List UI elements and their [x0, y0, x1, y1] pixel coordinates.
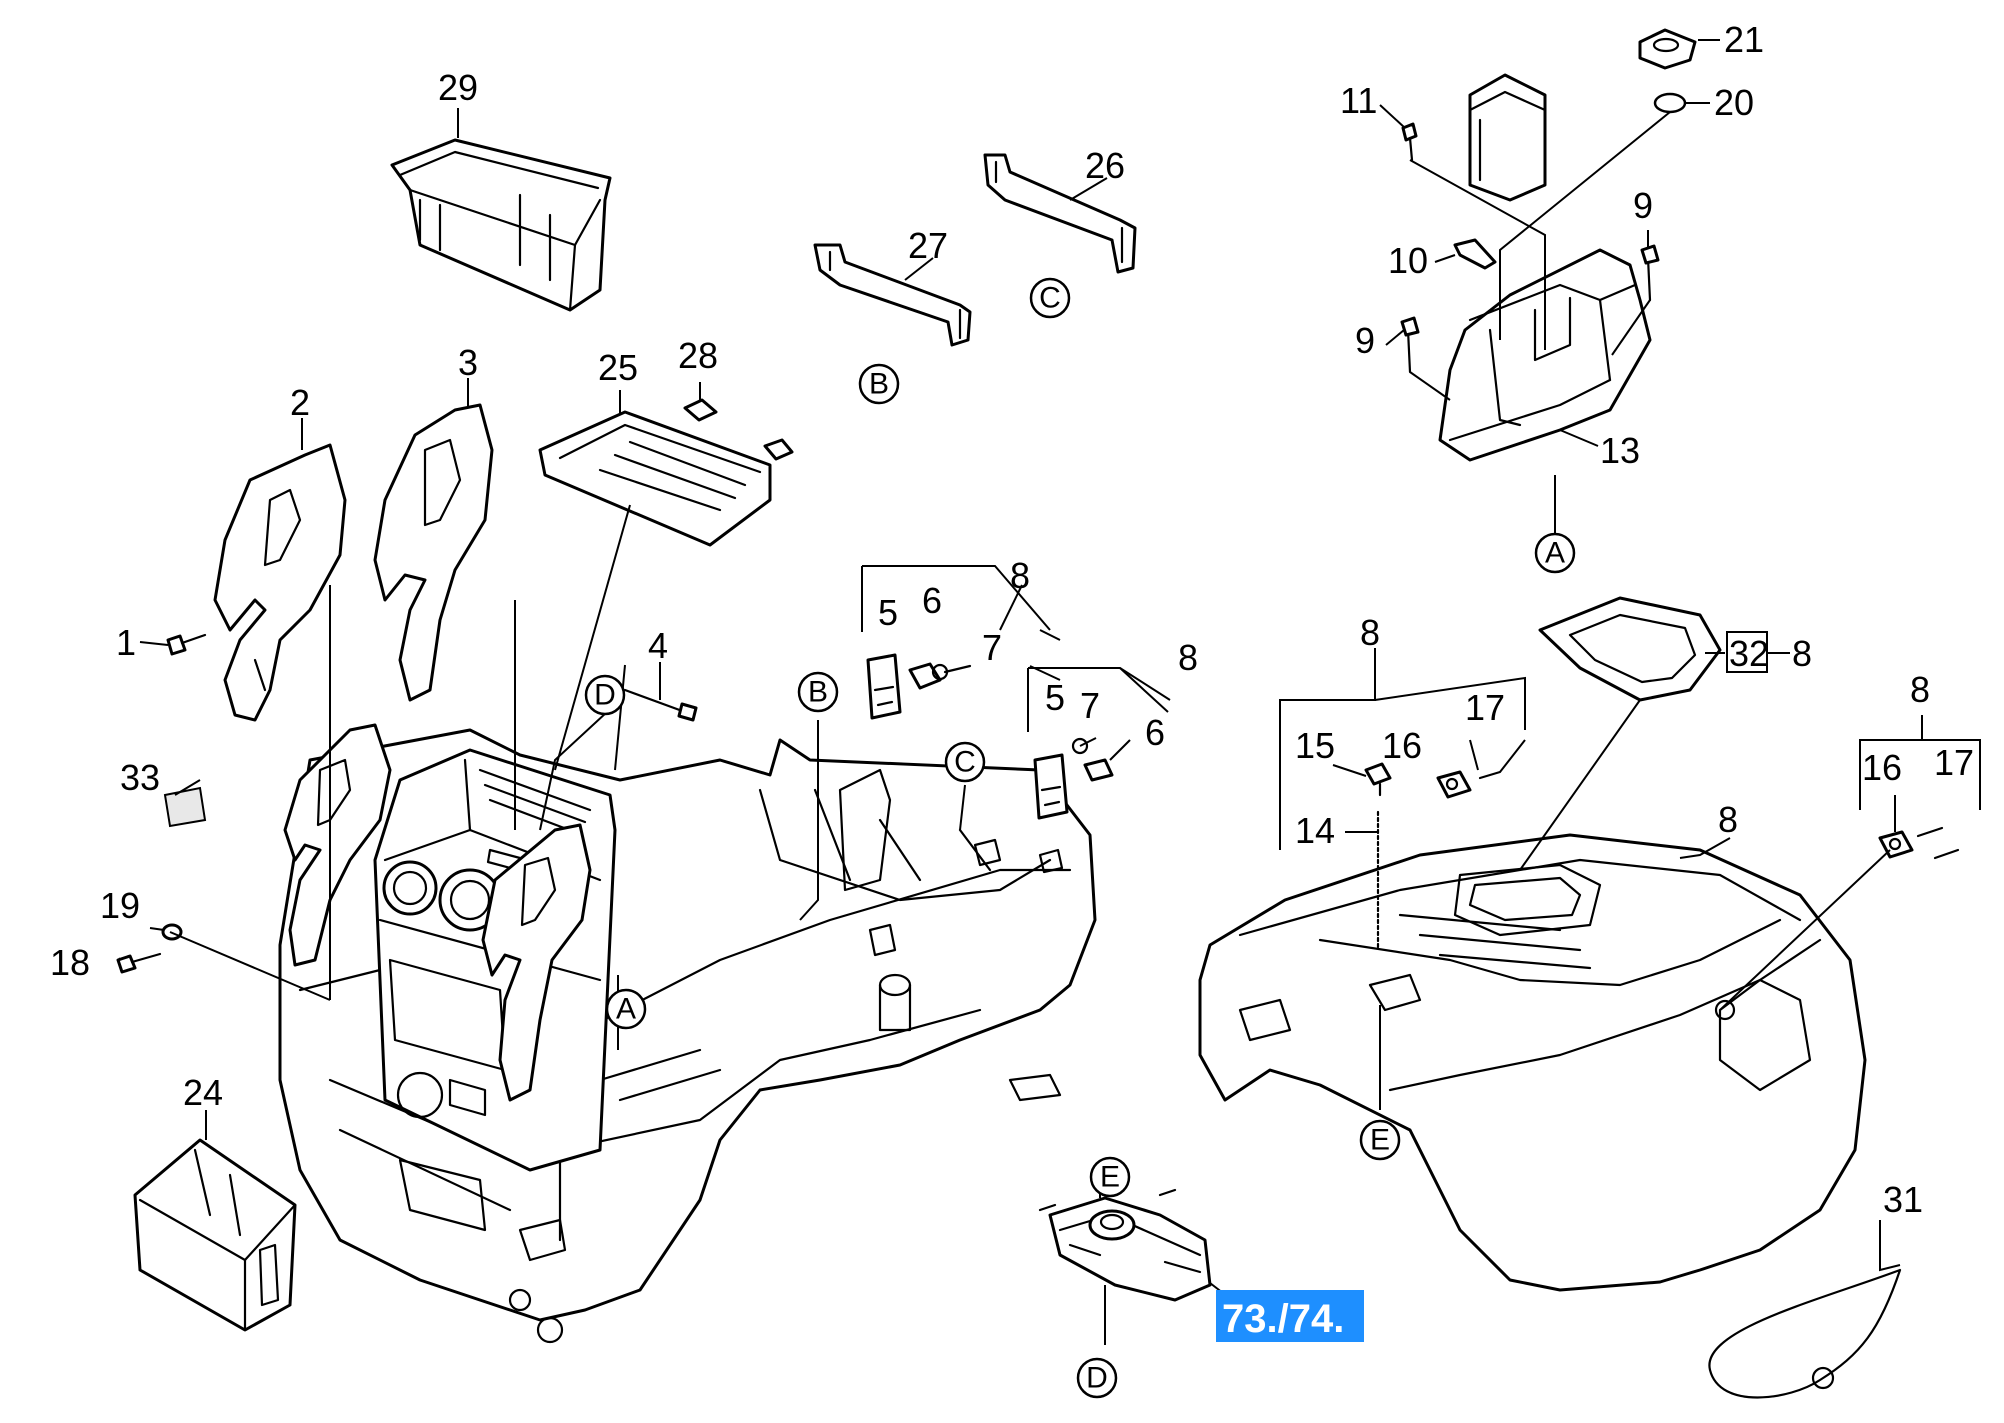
- label-19: 19: [100, 885, 140, 926]
- svg-text:D: D: [594, 679, 616, 712]
- label-17-a: 17: [1465, 687, 1505, 728]
- part-31-cable: [1708, 1268, 1902, 1399]
- label-8-e: 8: [1910, 669, 1930, 710]
- connector-c-top: C: [1029, 277, 1071, 319]
- label-9-a: 9: [1633, 185, 1653, 226]
- svg-text:C: C: [954, 746, 976, 779]
- part-3-handle: [373, 403, 494, 702]
- label-18: 18: [50, 942, 90, 983]
- connector-a-mid: A: [605, 988, 647, 1030]
- svg-text:B: B: [808, 676, 828, 709]
- label-3: 3: [458, 342, 478, 383]
- part-4-bolt: [623, 688, 698, 722]
- label-8-f: 8: [1792, 633, 1812, 674]
- label-32-box: [1726, 631, 1768, 673]
- label-16-a: 16: [1382, 725, 1422, 766]
- part-9-screws: [1400, 244, 1660, 374]
- label-7-a: 7: [982, 627, 1002, 668]
- svg-text:E: E: [1100, 1161, 1120, 1194]
- label-14: 14: [1295, 810, 1335, 851]
- mounted-handle-right: [481, 823, 592, 1102]
- label-7-b: 7: [1080, 685, 1100, 726]
- label-5-b: 5: [1045, 677, 1065, 718]
- part-10-clip: [1453, 238, 1497, 270]
- part-1-screw: [166, 633, 207, 656]
- label-8-a: 8: [1010, 555, 1030, 596]
- connector-c-mid: C: [944, 741, 986, 783]
- part-26-bracket: [983, 153, 1137, 274]
- label-17-b: 17: [1934, 742, 1974, 783]
- part-27-bracket: [813, 243, 972, 347]
- connector-b-top: B: [858, 363, 900, 405]
- connector-markers: A A B B C C D D: [584, 277, 1576, 1399]
- svg-text:E: E: [1370, 1124, 1390, 1157]
- highlight-label-73-74[interactable]: 73./74.: [1216, 1290, 1364, 1342]
- part-32-gasket: [1538, 596, 1722, 702]
- part-2-handle: [213, 443, 347, 722]
- label-31: 31: [1883, 1179, 1923, 1220]
- label-16-b: 16: [1862, 747, 1902, 788]
- part-25-cover: [538, 410, 772, 547]
- label-33: 33: [120, 757, 160, 798]
- part-16-clamp-a: [1436, 770, 1502, 799]
- part-15-plug: [1364, 762, 1392, 797]
- label-5-a: 5: [878, 592, 898, 633]
- part-24-box: [133, 1138, 297, 1332]
- connector-d-bottom: D: [1076, 1357, 1118, 1399]
- connector-d-mid: D: [584, 674, 626, 716]
- mounted-handle-left: [283, 723, 392, 967]
- label-20: 20: [1714, 82, 1754, 123]
- label-25: 25: [598, 347, 638, 388]
- label-15: 15: [1295, 725, 1335, 766]
- label-26: 26: [1085, 145, 1125, 186]
- part-28-pins: [683, 398, 794, 461]
- svg-text:D: D: [1086, 1362, 1108, 1395]
- label-29: 29: [438, 67, 478, 108]
- highlight-label-text: 73./74.: [1222, 1297, 1344, 1341]
- label-10: 10: [1388, 240, 1428, 281]
- label-11: 11: [1340, 80, 1377, 121]
- label-6-b: 6: [1145, 712, 1165, 753]
- connector-b-mid: B: [797, 671, 839, 713]
- label-8-d: 8: [1718, 799, 1738, 840]
- connector-e-mid: E: [1359, 1119, 1401, 1161]
- latch-group-1: [866, 653, 972, 720]
- label-6-a: 6: [922, 580, 942, 621]
- label-8-c: 8: [1360, 612, 1380, 653]
- svg-text:A: A: [616, 993, 636, 1026]
- label-2: 2: [290, 382, 310, 423]
- label-27: 27: [908, 225, 948, 266]
- label-9-b: 9: [1355, 320, 1375, 361]
- tank: [1468, 73, 1547, 202]
- svg-text:B: B: [869, 368, 889, 401]
- part-20-oring: [1653, 92, 1687, 114]
- part-11-screw: [1401, 122, 1418, 162]
- part-18-screw: [116, 952, 162, 974]
- chassis-internals: [508, 768, 1064, 1344]
- label-8-b: 8: [1178, 637, 1198, 678]
- part-73-74-valve: [1038, 1188, 1212, 1302]
- hood-cover: [1198, 833, 1867, 1292]
- label-1: 1: [116, 622, 136, 663]
- part-16-clamp-b: [1878, 826, 1960, 860]
- label-21: 21: [1724, 19, 1764, 60]
- label-24: 24: [183, 1072, 223, 1113]
- part-13-housing: [1438, 248, 1652, 462]
- label-32: 32: [1729, 633, 1769, 674]
- connector-e-bottom: E: [1089, 1156, 1131, 1198]
- connector-a-top: A: [1534, 532, 1576, 574]
- latch-group-2: [1033, 737, 1114, 820]
- leader-lines: [117, 39, 1981, 1345]
- part-33-label: [163, 786, 207, 828]
- part-29-tray: [390, 138, 612, 312]
- svg-text:A: A: [1545, 537, 1565, 570]
- label-13: 13: [1600, 430, 1640, 471]
- svg-text:C: C: [1039, 282, 1061, 315]
- part-21-cap: [1638, 28, 1697, 70]
- part-labels: 29 26 27 28 25 3 2 1 4 33 19 18 24 8 5 6…: [50, 19, 1974, 1220]
- label-28: 28: [678, 335, 718, 376]
- label-4: 4: [648, 625, 668, 666]
